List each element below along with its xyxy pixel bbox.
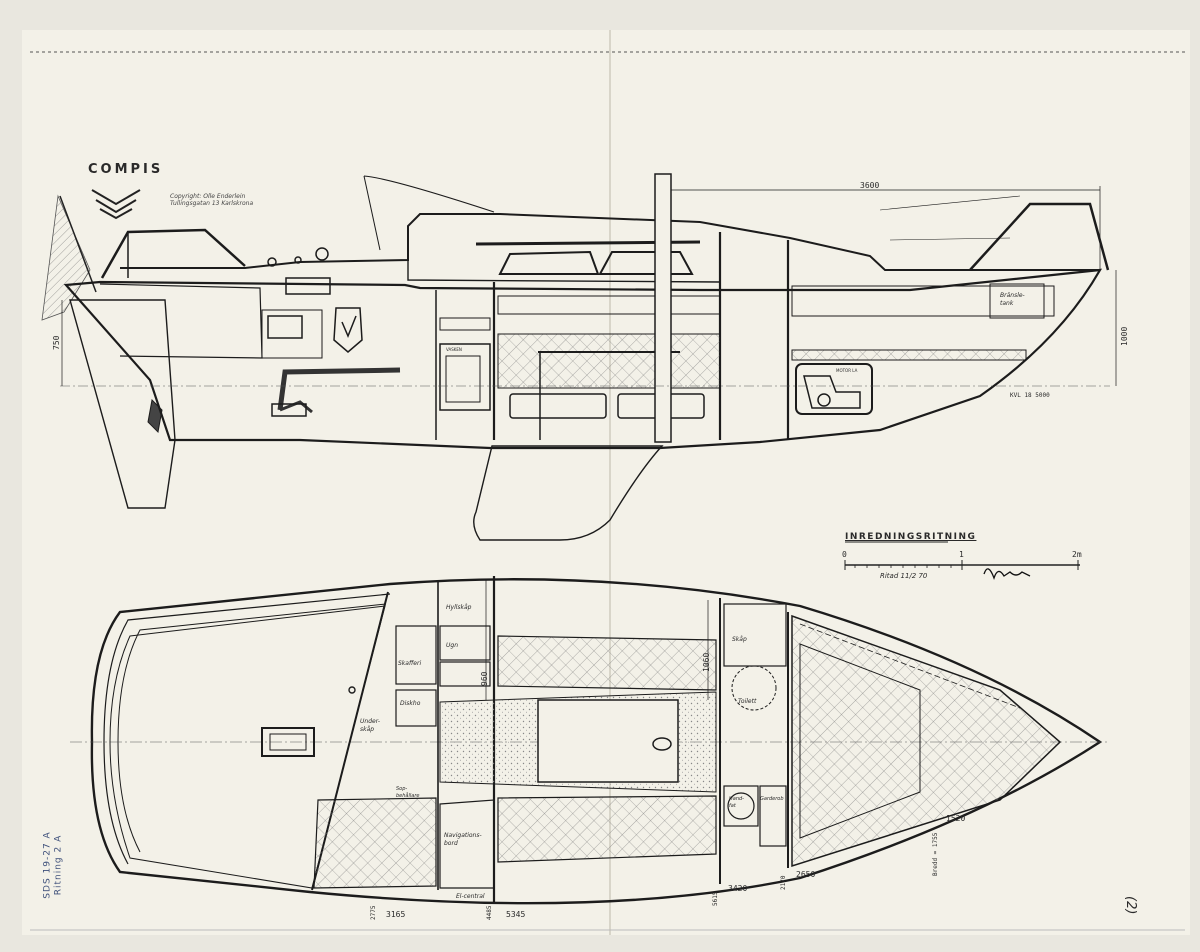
deck-line <box>120 213 1100 271</box>
dim-bow-height: 1000 <box>1120 326 1129 346</box>
dim-st-5615: 5615 <box>712 891 719 906</box>
dim-stern-height: 750 <box>52 335 61 350</box>
saloon-table <box>537 699 679 783</box>
fuel-tank <box>989 283 1045 319</box>
dim-locker-width: 1060 <box>702 652 711 672</box>
scale-tick-1: 1 <box>959 550 964 559</box>
scale-bar <box>844 541 1080 570</box>
stamp-line-1: SDS 19-27 A <box>42 831 53 899</box>
dim-st-5345: 5345 <box>506 910 526 919</box>
hull-profile <box>63 268 1103 450</box>
cockpit-hatch <box>261 727 315 757</box>
dim-st-3165: 3165 <box>386 910 406 919</box>
dim-st-2775: 2775 <box>370 905 377 920</box>
label-waste: Sop- behållare <box>396 786 420 799</box>
dim-st-2170: 2170 <box>780 875 787 890</box>
engine-block <box>795 363 873 415</box>
keel <box>473 445 664 541</box>
label-wardrobe: Garderob <box>760 796 784 802</box>
scale-tick-0: 0 <box>842 550 847 559</box>
dim-breadth: Bredd = 1755 <box>932 832 939 876</box>
label-washbasin: Hand- fat <box>729 796 744 809</box>
label-engine: MOTOR LA <box>836 368 858 373</box>
scale-tick-2: 2m <box>1072 550 1082 559</box>
dim-waterline: KVL 18 5000 <box>1010 392 1050 399</box>
label-fuel-tank-text: Bränsle- tank <box>1000 292 1025 307</box>
flag-icon <box>41 194 97 321</box>
profile-view <box>60 173 1117 541</box>
label-sink-profile: VASKEN <box>446 347 462 352</box>
label-pantry: Skafferi <box>398 660 422 667</box>
cabin-window-aft <box>498 250 600 275</box>
signature <box>983 568 1031 580</box>
v-berth <box>791 614 1062 868</box>
drawing-title: INREDNINGSRITNING <box>845 532 977 542</box>
boat-title: COMPIS <box>88 162 164 177</box>
label-stove: Ugn <box>446 642 459 649</box>
stern-pulpit <box>100 228 246 279</box>
bow-pulpit <box>969 202 1110 271</box>
scale-note: Ritad 11/2 70 <box>880 572 928 580</box>
dim-beam-half: 960 <box>480 671 489 686</box>
designer-credit: Copyright: Olle Enderlein Tullingsgatan … <box>170 193 253 207</box>
compis-logo <box>91 189 141 220</box>
hull-plan <box>90 578 1103 905</box>
label-cupboard: Skåp <box>732 636 747 643</box>
dim-st-3420: 3420 <box>728 884 748 893</box>
label-under-shelf: Under- skåp <box>360 718 380 733</box>
companionway-hatch <box>333 307 363 353</box>
mast <box>654 173 672 443</box>
label-shelf: Hyllskåp <box>446 604 472 611</box>
dim-st-2650: 2650 <box>796 870 816 879</box>
label-el-central: El-central <box>456 893 485 900</box>
plan-view <box>70 576 1110 905</box>
rudder <box>69 299 176 509</box>
label-toilet: Toilett <box>738 698 757 705</box>
sheet-number: (2) <box>1123 896 1138 915</box>
label-sink: Diskho <box>400 700 421 707</box>
designer-line-1: Copyright: Olle Enderlein <box>170 193 246 200</box>
dim-st-4485: 4485 <box>486 905 493 920</box>
quarter-berth <box>313 797 437 889</box>
label-fuel-tank: Bränsle- tank <box>1000 292 1025 308</box>
settee-port <box>497 635 717 691</box>
designer-line-2: Tullingsgatan 13 Karlskrona <box>170 200 254 207</box>
dim-fwd-width: 1520 <box>946 814 966 823</box>
settee-starboard <box>497 795 717 863</box>
dim-mast-to-bow: 3600 <box>860 181 880 190</box>
stamp-line-2: Ritning 2 A <box>53 834 64 896</box>
label-nav-table: Navigations- bord <box>444 832 482 847</box>
